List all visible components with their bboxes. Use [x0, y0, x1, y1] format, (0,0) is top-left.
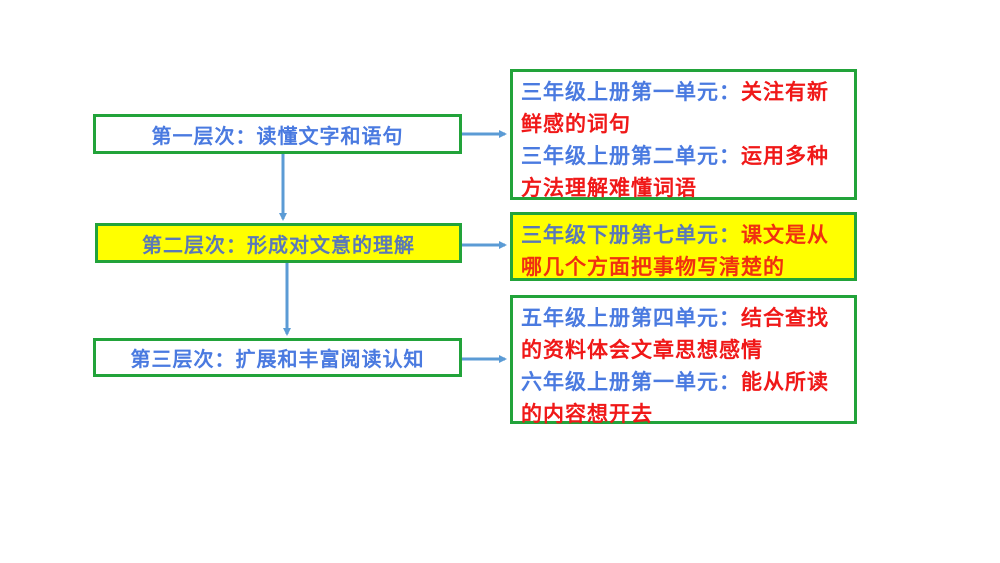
unit-topic: 课文是从哪几个方面把事物写清楚的 [521, 223, 829, 279]
unit-entry: 六年级上册第一单元：能从所读的内容想开去 [521, 366, 846, 430]
unit-topic: 能从所读的内容想开去 [521, 370, 829, 426]
units-box-2: 三年级下册第七单元：课文是从哪几个方面把事物写清楚的 [510, 212, 857, 281]
level-2-box: 第二层次：形成对文意的理解 [95, 223, 462, 263]
unit-name: 五年级上册第四单元： [521, 306, 741, 330]
unit-topic: 运用多种方法理解难懂词语 [521, 144, 829, 200]
unit-topic: 关注有新鲜感的词句 [521, 80, 829, 136]
level-1-box: 第一层次：读懂文字和语句 [93, 114, 462, 154]
unit-name: 六年级上册第一单元： [521, 370, 741, 394]
unit-name: 三年级上册第二单元： [521, 144, 741, 168]
unit-entry: 三年级下册第七单元：课文是从哪几个方面把事物写清楚的 [521, 219, 846, 283]
unit-entry: 五年级上册第四单元：结合查找的资料体会文章思想感情 [521, 302, 846, 366]
unit-name: 三年级下册第七单元： [521, 223, 741, 247]
unit-entry: 三年级上册第二单元：运用多种方法理解难懂词语 [521, 140, 846, 204]
units-box-3: 五年级上册第四单元：结合查找的资料体会文章思想感情 六年级上册第一单元：能从所读… [510, 295, 857, 426]
unit-name: 三年级上册第一单元： [521, 80, 741, 104]
level-1-label: 第一层次：读懂文字和语句 [151, 123, 404, 148]
level-3-box: 第三层次：扩展和丰富阅读认知 [93, 338, 462, 377]
level-2-label: 第二层次：形成对文意的理解 [142, 232, 415, 257]
level-3-label: 第三层次：扩展和丰富阅读认知 [130, 347, 425, 371]
unit-entry: 三年级上册第一单元：关注有新鲜感的词句 [521, 76, 846, 140]
units-box-1: 三年级上册第一单元：关注有新鲜感的词句 三年级上册第二单元：运用多种方法理解难懂… [510, 69, 857, 200]
unit-topic: 结合查找的资料体会文章思想感情 [521, 306, 829, 362]
